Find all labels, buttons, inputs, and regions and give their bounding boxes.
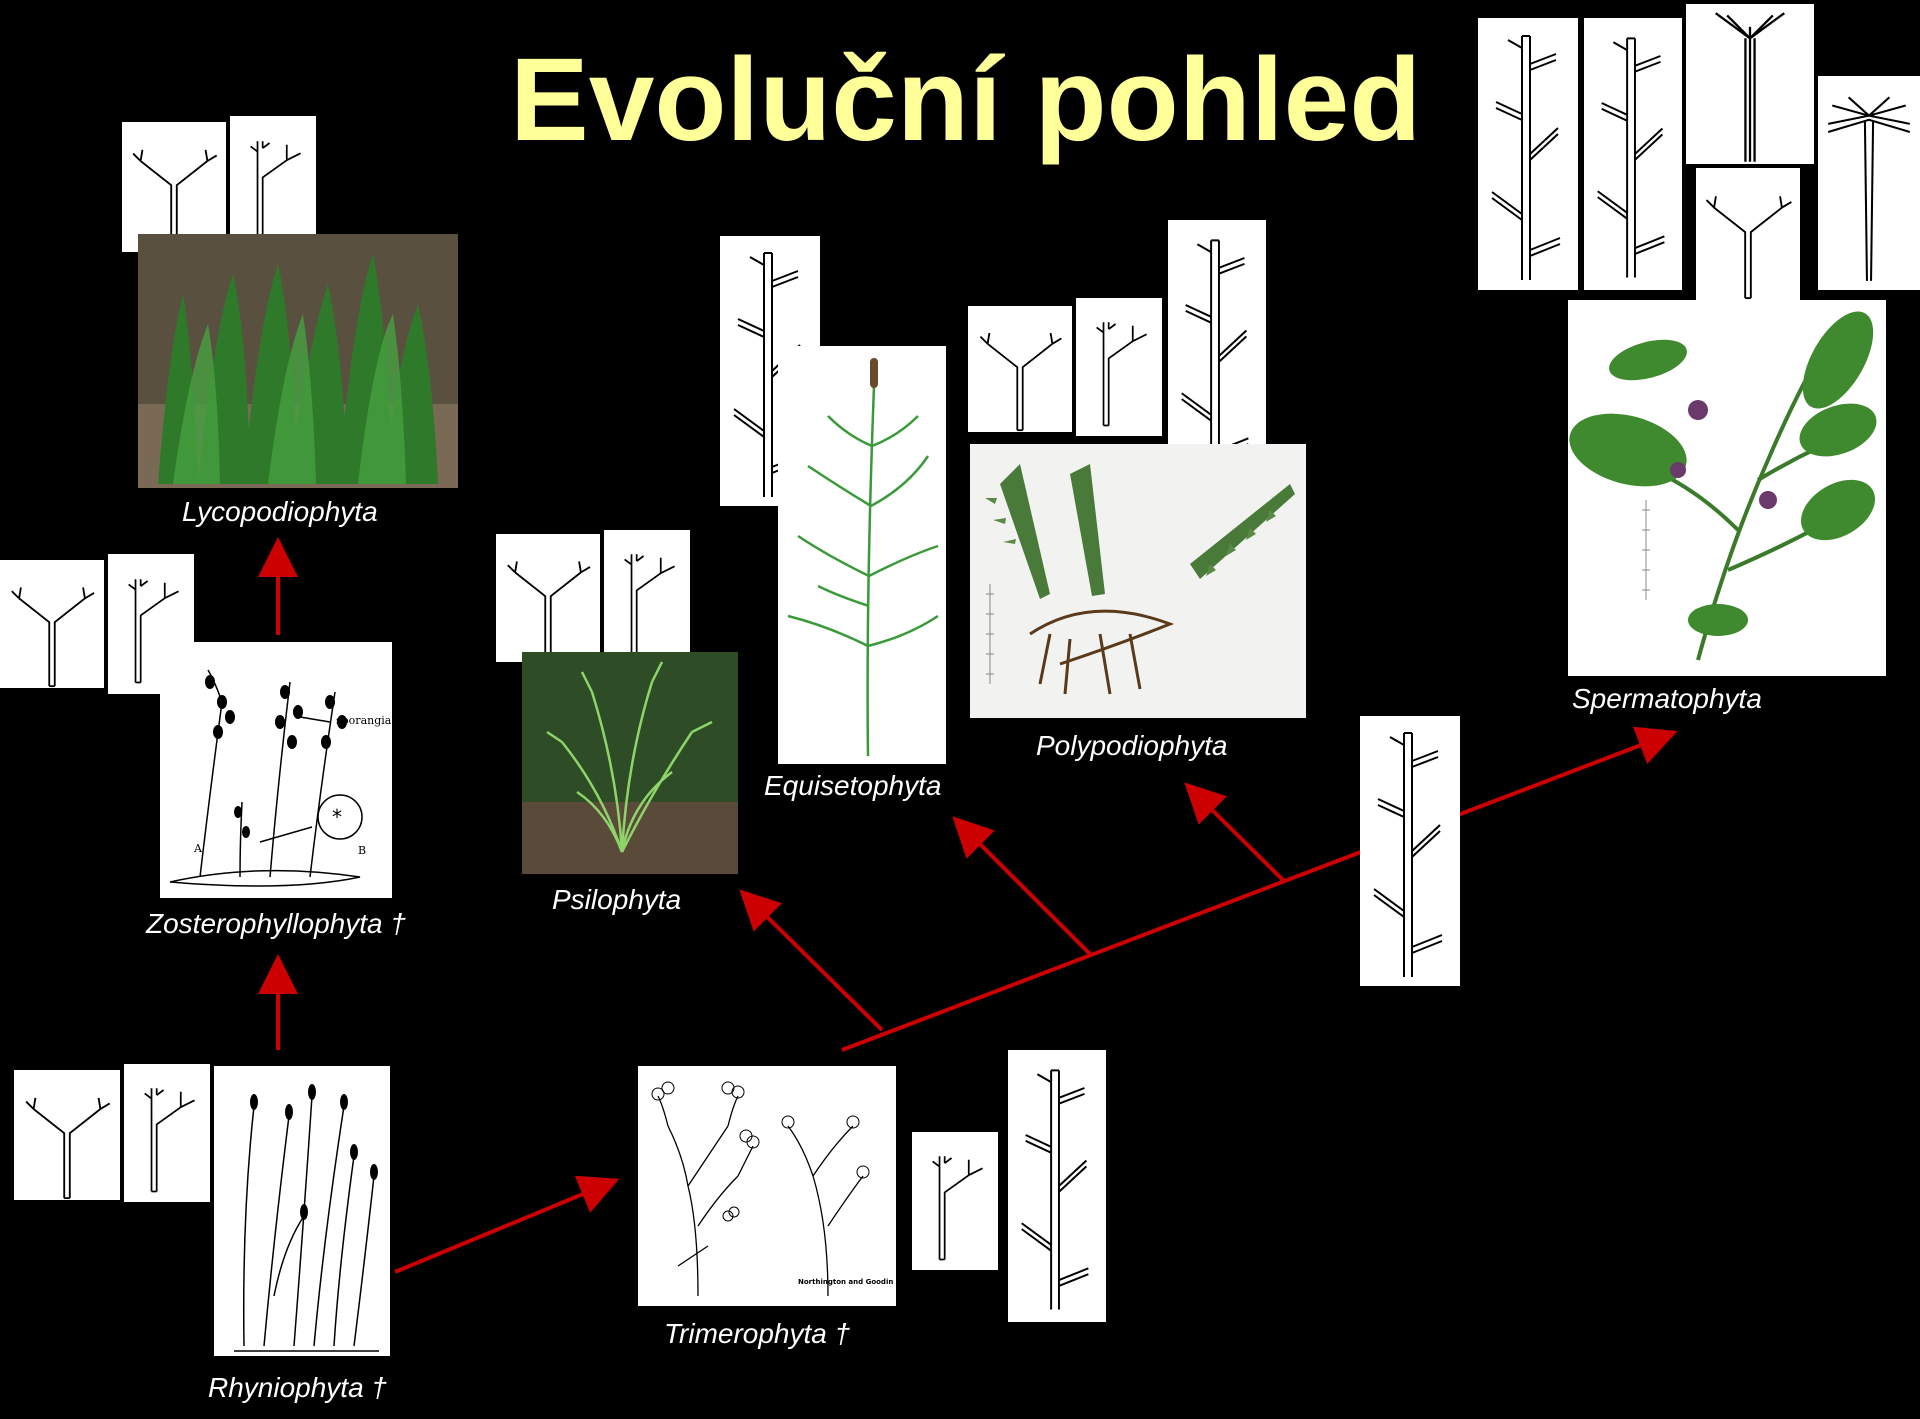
rhynio-y-diagram [14, 1070, 120, 1200]
sporangia-label: sporangia [336, 714, 392, 727]
fig-label-b: B [358, 844, 366, 857]
psilotum-photo [522, 652, 738, 874]
label-equisetophyta: Equisetophyta [764, 770, 941, 802]
trimero-m-diagram [1008, 1050, 1106, 1322]
arrow-to-equisetophyta [958, 822, 1090, 954]
label-lycopodiophyta: Lycopodiophyta [182, 496, 378, 528]
arrow-to-polypodiophyta [1190, 788, 1283, 880]
sperm-fan-diagram [1818, 76, 1920, 290]
label-psilophyta: Psilophyta [552, 884, 681, 916]
label-spermatophyta: Spermatophyta [1572, 683, 1762, 715]
sperm-m-diagram-2 [1584, 18, 1682, 290]
rhynia-drawing [214, 1066, 390, 1356]
label-trimerophyta: Trimerophyta † [664, 1318, 850, 1350]
sperm-m-diagram-1 [1478, 18, 1578, 290]
lycopodium-photo [138, 234, 458, 488]
poly-y-diagram [968, 306, 1072, 432]
polypodium-photo [970, 444, 1306, 718]
trimerophyton-drawing: Northington and Goodin 1984 [638, 1066, 896, 1306]
arrow-rhynio-trimero [395, 1182, 612, 1272]
trimero-k-diagram [912, 1132, 998, 1270]
equisetum-photo [778, 346, 946, 764]
psilo-k-diagram [604, 530, 690, 668]
main-trunk-line [842, 734, 1670, 1050]
atropa-photo [1568, 300, 1886, 676]
figure-credit: Northington and Goodin 1984 [798, 1278, 896, 1286]
sperm-up-diagram [1686, 4, 1814, 164]
rhynio-k-diagram [124, 1064, 210, 1202]
label-rhyniophyta: Rhyniophyta † [208, 1372, 387, 1404]
sperm-y-diagram [1696, 168, 1800, 300]
psilo-y-diagram [496, 534, 600, 662]
lyco-y-diagram [122, 122, 226, 252]
label-zosterophyllophyta: Zosterophyllophyta † [146, 908, 406, 940]
poly-k-diagram [1076, 298, 1162, 436]
zostero-y-diagram [0, 560, 104, 688]
fig-label-a: A [193, 842, 203, 855]
zosterophyllum-drawing: * sporangia A B [160, 642, 392, 898]
arrow-to-psilophyta [745, 895, 882, 1030]
trunk-m-diagram [1360, 716, 1460, 986]
label-polypodiophyta: Polypodiophyta [1036, 730, 1227, 762]
svg-text:*: * [332, 805, 342, 829]
